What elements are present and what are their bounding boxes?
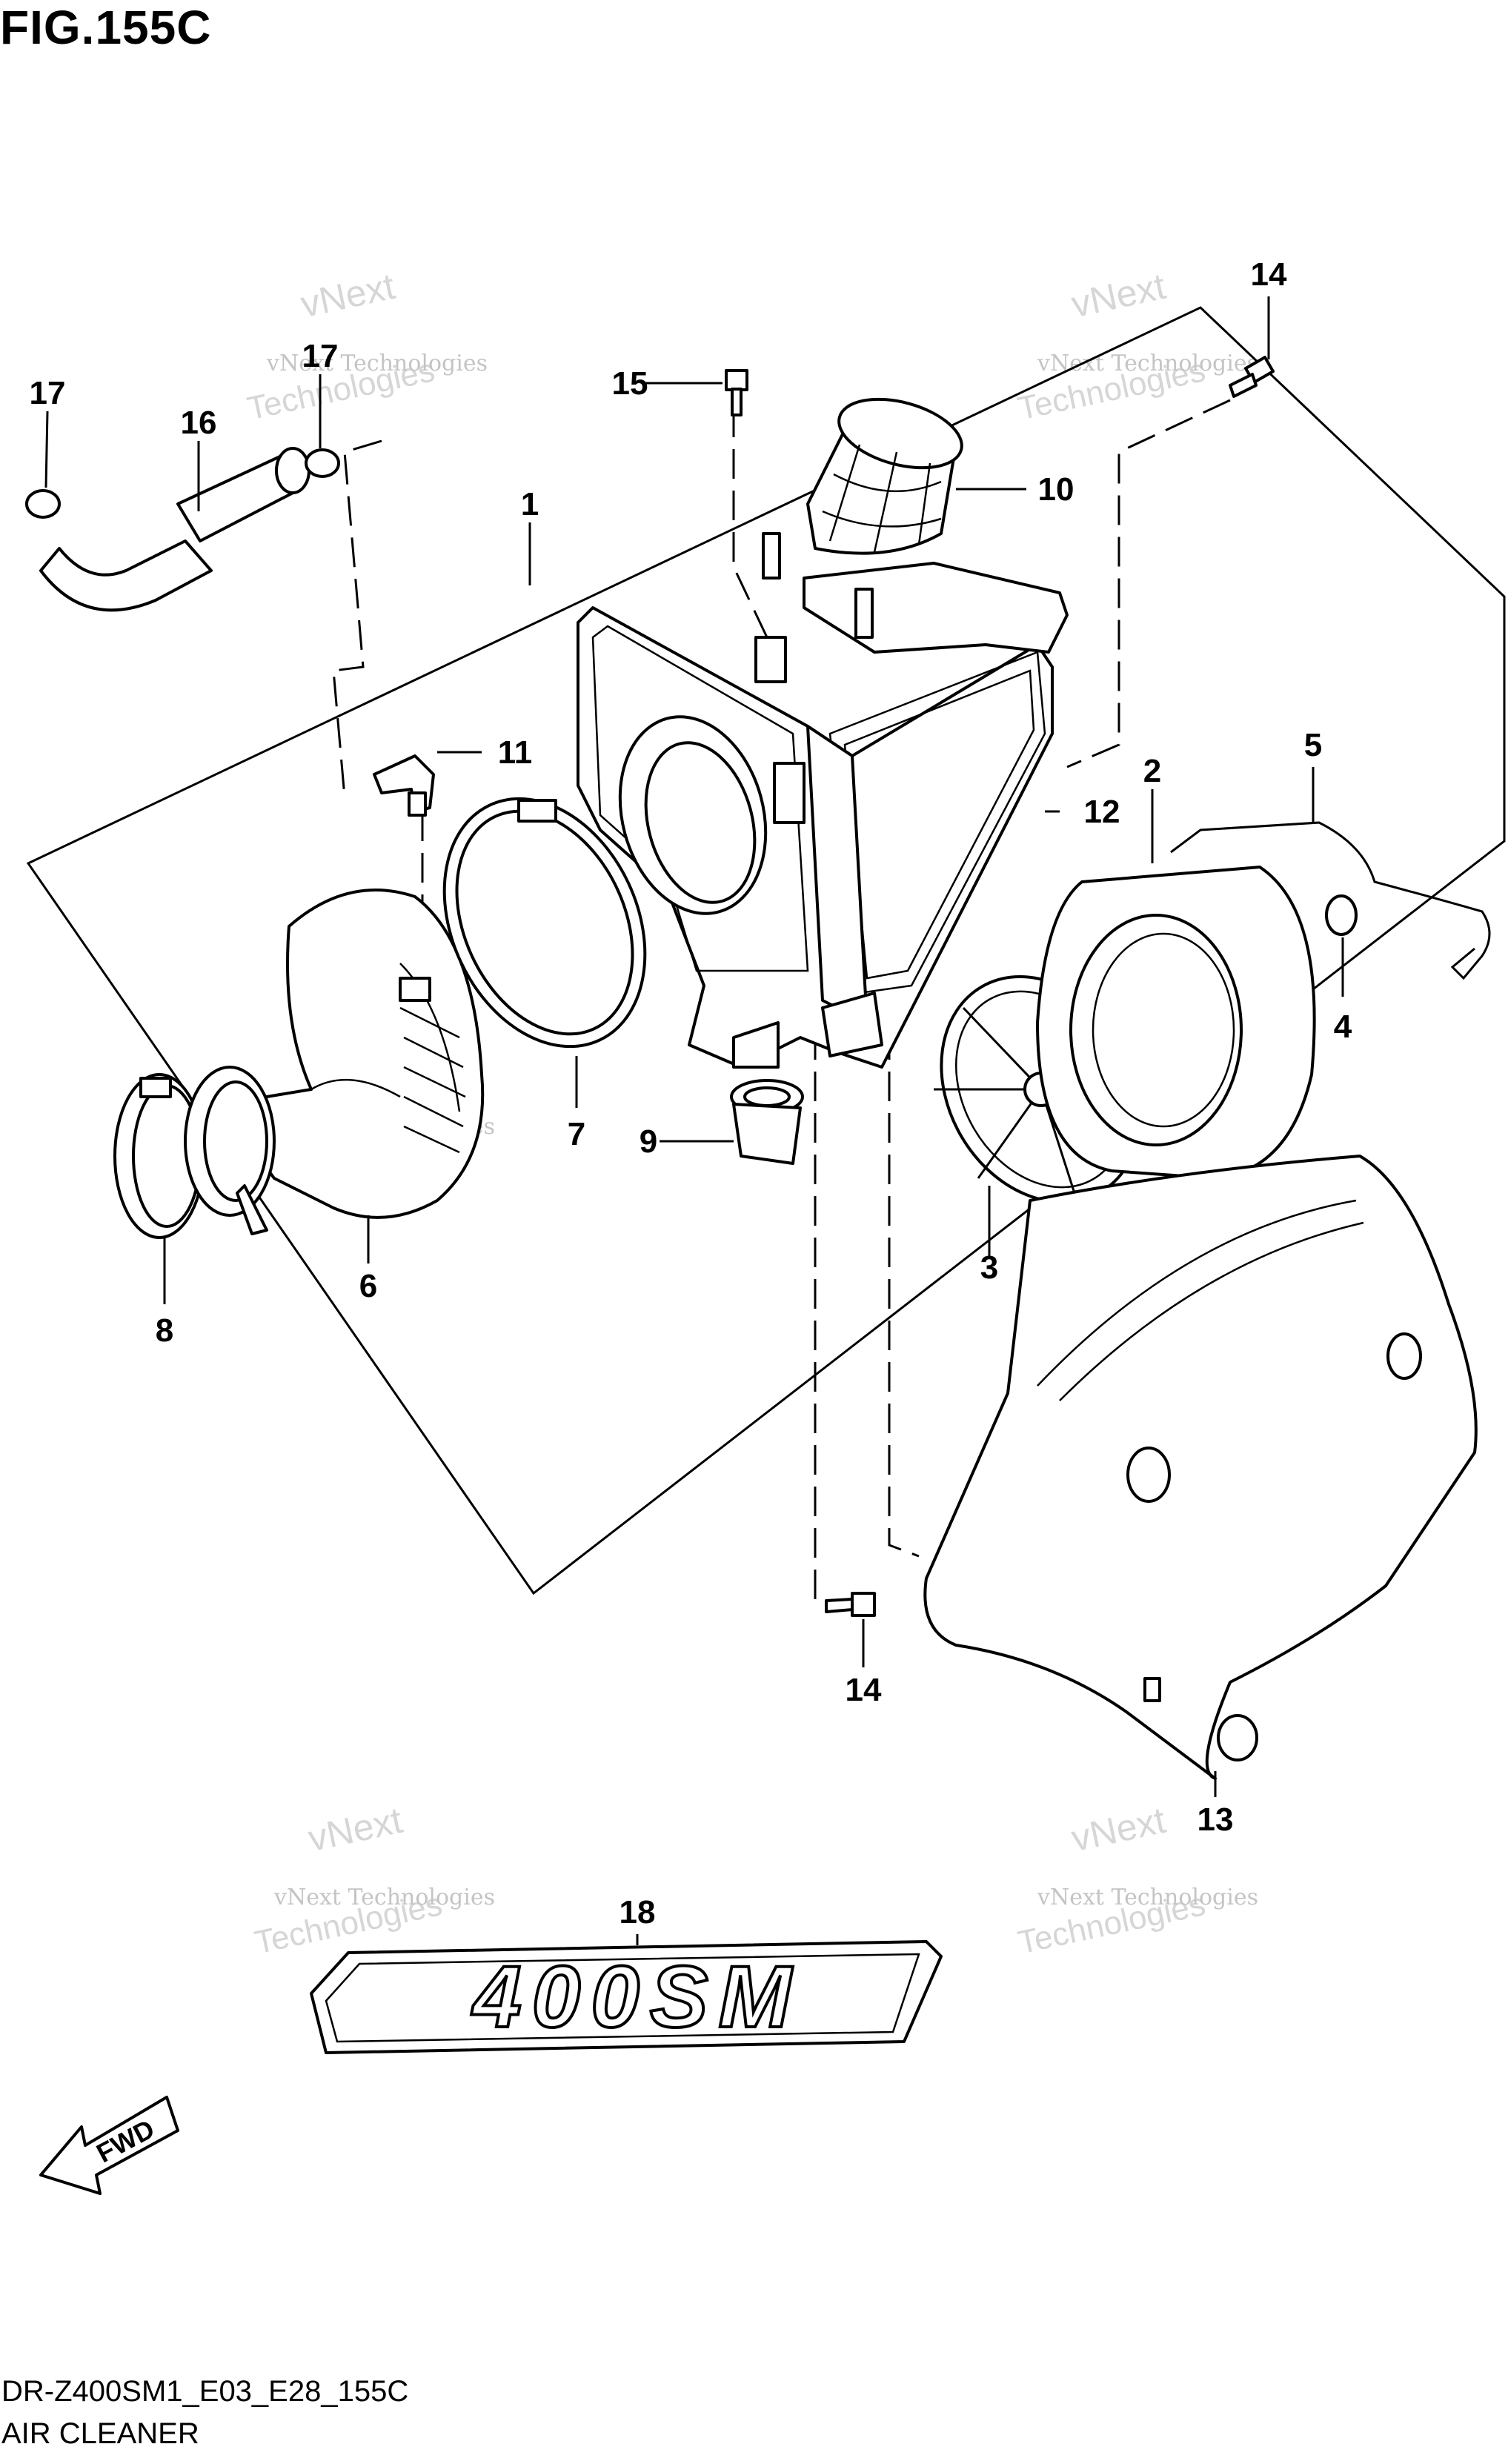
svg-text:vNext: vNext	[1068, 1799, 1169, 1859]
callout-5: 5	[1304, 727, 1322, 763]
emblem-400sm: 400SM	[310, 1940, 943, 2054]
drain-fitting	[373, 754, 435, 817]
svg-text:vNext Technologies: vNext Technologies	[1037, 351, 1258, 376]
callout-10: 10	[1038, 471, 1074, 508]
gasket-ring	[442, 797, 647, 1049]
callout-11: 11	[498, 734, 533, 771]
callout-14-top: 14	[1251, 256, 1287, 293]
callout-6: 6	[359, 1268, 377, 1304]
callout-leaders	[44, 296, 1344, 1945]
callout-17-left: 17	[30, 375, 66, 411]
callout-2: 2	[1143, 753, 1161, 789]
callout-15: 15	[612, 365, 648, 402]
air-filter-element	[1036, 866, 1316, 1180]
watermark-2: vNext Technologies vNext Technologies	[1014, 265, 1258, 428]
outlet-boot	[806, 397, 963, 555]
rubber-grommet	[1325, 894, 1358, 936]
bolt-14-bottom	[825, 1592, 876, 1617]
intake-funnel	[256, 889, 485, 1219]
assembly-boundary	[26, 306, 1506, 1595]
callout-18: 18	[620, 1894, 656, 1930]
bolt-14-top	[1229, 356, 1275, 398]
svg-text:vNext Technologies: vNext Technologies	[266, 351, 488, 376]
breather-hose	[39, 539, 213, 612]
callout-16: 16	[181, 405, 217, 441]
callout-17-right: 17	[302, 338, 339, 374]
callout-13: 13	[1198, 1801, 1234, 1838]
callout-4: 4	[1334, 1009, 1352, 1045]
retaining-wire	[1170, 821, 1491, 980]
svg-text:vNext Technologies: vNext Technologies	[1037, 1884, 1258, 1910]
grommet	[730, 1079, 804, 1165]
svg-text:vNext Technologies: vNext Technologies	[273, 1884, 495, 1910]
bolt-15	[725, 369, 748, 416]
callout-14-bottom: 14	[846, 1672, 882, 1708]
funnel-joint	[184, 1066, 276, 1235]
hose-clamp-left	[25, 489, 61, 519]
callout-8: 8	[156, 1312, 173, 1349]
callout-7: 7	[568, 1116, 585, 1152]
callout-12: 12	[1084, 794, 1120, 830]
hose-band	[113, 1073, 205, 1239]
svg-text:vNext: vNext	[1068, 265, 1169, 325]
hose-clamp-right	[305, 448, 340, 478]
svg-text:400SM: 400SM	[471, 1948, 802, 2046]
callout-9: 9	[640, 1123, 657, 1160]
breather-hose-assembly	[25, 447, 340, 612]
callout-1: 1	[521, 486, 539, 522]
dashed-leaders	[332, 399, 1231, 1604]
svg-text:vNext: vNext	[297, 265, 399, 325]
figure-caption: AIR CLEANER	[1, 2417, 199, 2450]
callout-3: 3	[980, 1249, 998, 1286]
side-cover	[923, 1155, 1478, 1780]
watermark-5: vNext Technologies vNext Technologies	[251, 1799, 495, 1962]
callout-numbers: 1 2 3 4 5 6 7 8 9 10 11 12 13 14 14 15 1…	[30, 256, 1352, 1930]
figure-code: DR-Z400SM1_E03_E28_155C	[1, 2375, 409, 2408]
figure-title: FIG.155C	[0, 1, 212, 54]
fwd-arrow-icon: FWD	[39, 2096, 179, 2195]
watermark-1: vNext Technologies vNext Technologies	[244, 265, 488, 428]
svg-text:vNext: vNext	[305, 1799, 406, 1859]
air-cleaner-case	[577, 532, 1069, 1069]
